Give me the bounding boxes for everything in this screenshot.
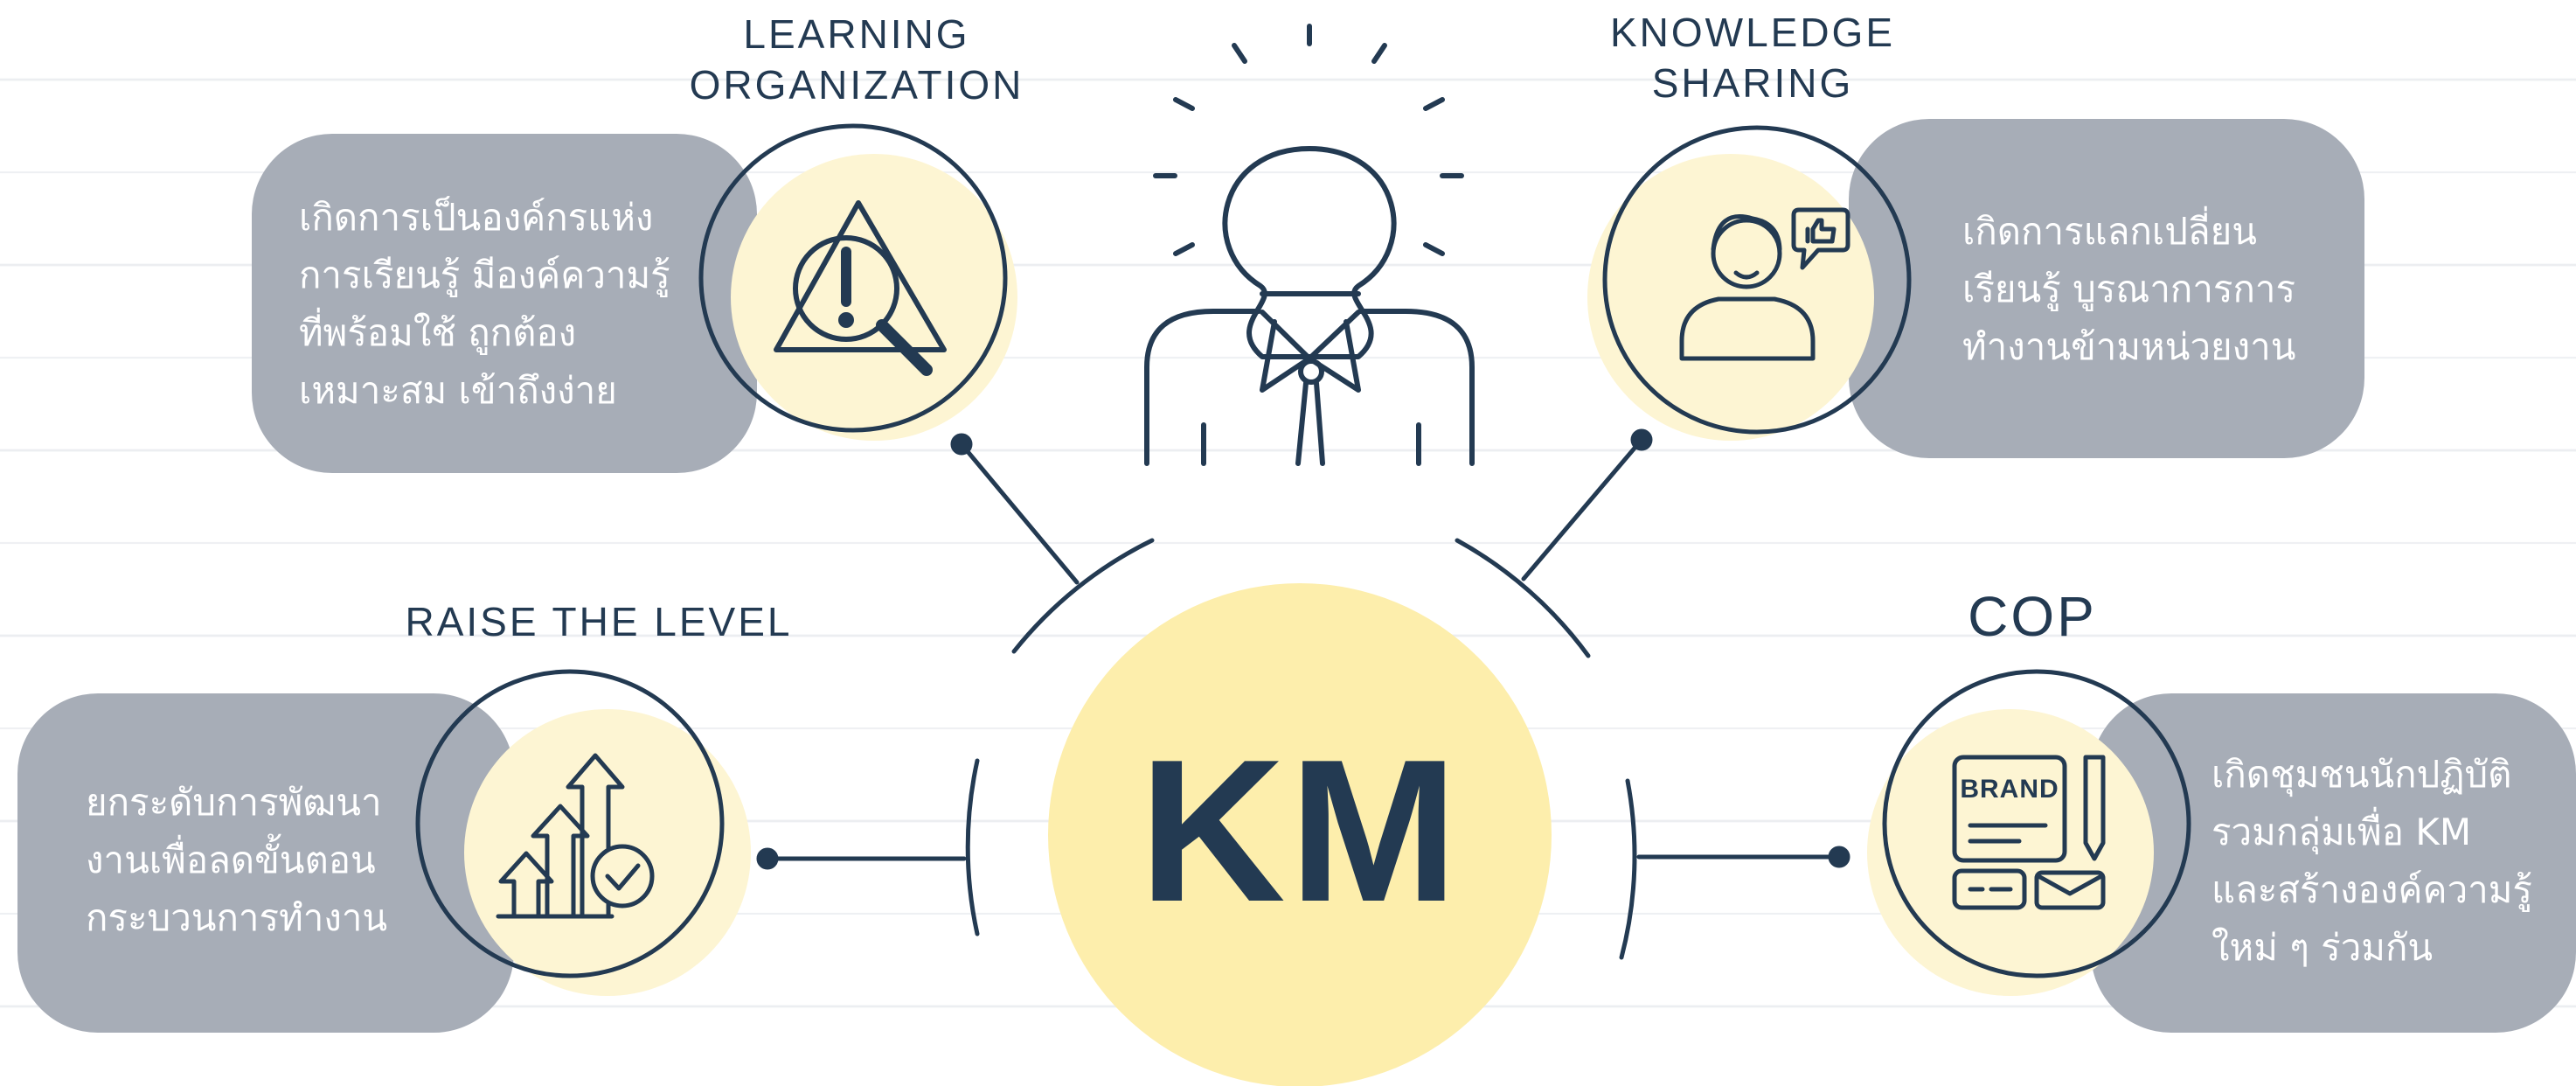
sharing-title: KNOWLEDGE SHARING <box>1573 7 1932 108</box>
connector-dot-raise <box>756 847 779 870</box>
learning-description: เกิดการเป็นองค์กรแห่ง การเรียนรู้ มีองค์… <box>299 189 710 420</box>
raise-line-1: ยกระดับการพัฒนา <box>86 781 382 824</box>
arc-right <box>1619 778 1637 960</box>
learning-line-1: เกิดการเป็นองค์กรแห่ง <box>299 196 654 239</box>
raise-node <box>415 669 751 996</box>
growth-arrows-icon <box>496 753 655 919</box>
connector-dot-sharing <box>1630 428 1653 451</box>
learning-title-line1: LEARNING <box>743 11 970 57</box>
learning-line-4: เหมาะสม เข้าถึงง่าย <box>299 369 617 412</box>
learning-line-3: ที่พร้อมใช้ ถูกต้อง <box>299 311 577 354</box>
raise-line-3: กระบวนการทำงาน <box>86 896 388 939</box>
km-center-circle <box>1048 583 1552 1086</box>
sharing-description: เกิดการแลกเปลี่ยน เรียนรู้ บูรณาการการ ท… <box>1962 203 2330 376</box>
cop-node: BRAND <box>1867 669 2191 996</box>
connector-dot-learning <box>950 433 973 456</box>
arc-top-right <box>1455 538 1591 658</box>
cop-line-2: รวมกลุ่มเพื่อ KM <box>2211 811 2472 853</box>
connector-learning <box>959 442 1080 585</box>
warning-magnifier-icon <box>774 200 947 376</box>
sharing-title-line2: SHARING <box>1651 60 1854 106</box>
arc-left <box>965 758 980 936</box>
cop-line-3: และสร้างองค์ความรู้ <box>2211 868 2532 911</box>
cop-line-4: ใหม่ ๆ ร่วมกัน <box>2211 926 2434 969</box>
learning-text-box <box>252 134 757 473</box>
learning-title: LEARNING ORGANIZATION <box>664 9 1049 110</box>
connector-dot-cop <box>1828 846 1850 868</box>
cop-description: เกิดชุมชนนักปฏิบัติ รวมกลุ่มเพื่อ KM และ… <box>2211 746 2566 977</box>
learning-title-line2: ORGANIZATION <box>689 62 1024 108</box>
learning-node <box>698 123 1017 441</box>
sharing-line-3: ทำงานข้ามหน่วยงาน <box>1962 325 2296 368</box>
user-thumbs-up-icon <box>1679 207 1850 361</box>
arc-top-left <box>1011 538 1155 654</box>
raise-text-box <box>17 693 514 1033</box>
sharing-node <box>1587 125 1912 441</box>
raise-description: ยกระดับการพัฒนา งานเพื่อลดขั้นตอน กระบวน… <box>86 774 427 947</box>
cop-title-line1: COP <box>1968 585 2097 648</box>
brand-label: BRAND <box>1960 775 2059 804</box>
raise-title: RAISE THE LEVEL <box>385 596 813 647</box>
raise-title-line1: RAISE THE LEVEL <box>405 599 793 644</box>
sharing-text-box <box>1849 119 2364 458</box>
km-label: KM <box>1139 717 1462 944</box>
connector-sharing <box>1521 437 1644 581</box>
brand-document-icon <box>1952 755 2106 910</box>
cop-title: COP <box>1888 581 2177 651</box>
sharing-line-2: เรียนรู้ บูรณาการการ <box>1962 268 2296 310</box>
learning-line-2: การเรียนรู้ มีองค์ความรู้ <box>299 254 670 296</box>
cop-line-1: เกิดชุมชนนักปฏิบัติ <box>2211 753 2512 796</box>
sharing-title-line1: KNOWLEDGE <box>1609 10 1896 55</box>
person-bulb-icon <box>1144 24 1475 466</box>
sharing-line-1: เกิดการแลกเปลี่ยน <box>1962 210 2257 253</box>
raise-line-2: งานเพื่อลดขั้นตอน <box>86 839 376 881</box>
